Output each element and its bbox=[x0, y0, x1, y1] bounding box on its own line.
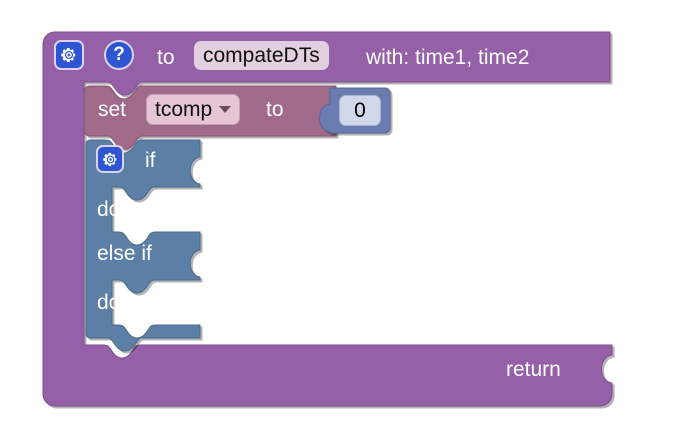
procedure-definition-block[interactable] bbox=[42, 31, 613, 407]
if-else-block[interactable] bbox=[85, 139, 201, 352]
set-variable-block[interactable] bbox=[83, 85, 337, 150]
number-value-block[interactable] bbox=[319, 87, 391, 134]
